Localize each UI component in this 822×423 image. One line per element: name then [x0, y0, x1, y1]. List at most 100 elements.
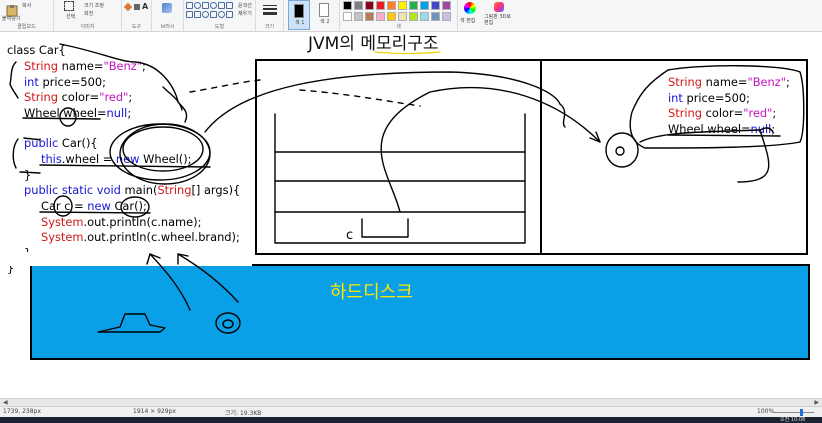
status-bar: 1739, 238px 1914 × 929px 크기: 19.3KB 100% [0, 406, 822, 417]
code-line: } [24, 168, 32, 182]
shape-gallery[interactable] [186, 2, 236, 22]
palette-swatch[interactable] [343, 12, 352, 21]
outline-label[interactable]: 윤곽선 [238, 3, 252, 9]
horizontal-scrollbar[interactable]: ◀ ▶ [0, 398, 822, 406]
brace-mark [9, 61, 19, 99]
palette-swatch[interactable] [431, 12, 440, 21]
fill-icon[interactable] [134, 4, 140, 10]
brush-icon[interactable] [162, 3, 172, 13]
heap-code-line: String color="red"; [668, 106, 777, 120]
code-line: class Car{ [7, 43, 66, 57]
brushes-group: 브러시 [152, 0, 184, 32]
colors-group-label: 색 [396, 24, 401, 30]
palette-swatch[interactable] [387, 1, 396, 10]
code-line: String name="Benz"; [24, 59, 146, 73]
image-dimensions: 1914 × 929px [133, 408, 176, 415]
tools-group: A 도구 [122, 0, 152, 32]
heap-code-line: int price=500; [668, 91, 750, 105]
code-line: this.wheel = new Wheel(); [41, 152, 192, 166]
code-line: Wheel wheel=null; [24, 106, 132, 120]
size-group: 크기 [256, 0, 284, 32]
palette-swatch[interactable] [376, 12, 385, 21]
palette-swatch[interactable] [431, 1, 440, 10]
bracket-mark [12, 138, 19, 169]
paint-canvas[interactable]: JVM의 메모리구조 class Car{ String name="Benz"… [0, 32, 822, 398]
cursor-position: 1739, 238px [3, 408, 41, 415]
size-button[interactable] [263, 4, 277, 15]
paste-label[interactable]: 붙여넣기 [2, 16, 21, 22]
palette-swatch[interactable] [409, 12, 418, 21]
paint3d-icon [494, 2, 504, 12]
palette-group: 색 [340, 0, 458, 32]
color2-button[interactable]: 색 2 [314, 0, 336, 30]
edit-colors-label: 색 편집 [460, 18, 476, 24]
hard-disk-area: 하드디스크 [30, 264, 810, 360]
palette-swatch[interactable] [442, 1, 451, 10]
brushes-group-label: 브러시 [160, 24, 175, 30]
palette-swatch[interactable] [365, 12, 374, 21]
palette-swatch[interactable] [420, 1, 429, 10]
stack-memory-box [255, 59, 542, 255]
copy-label[interactable]: 복사 [22, 3, 32, 9]
color2-label: 색 2 [320, 19, 330, 25]
palette-swatch[interactable] [398, 12, 407, 21]
code-line: Car c = new Car(); [41, 199, 147, 213]
select-label[interactable]: 선택 [66, 14, 76, 20]
page-title: JVM의 메모리구조 [308, 34, 439, 54]
ribbon-toolbar: 붙여넣기 복사 클립보드 선택 크기 조정 회전 이미지 A 도구 브러시 윤곽… [0, 0, 822, 32]
palette-swatch[interactable] [442, 12, 451, 21]
code-line: int price=500; [24, 75, 106, 89]
tools-group-label: 도구 [131, 24, 142, 30]
paint3d-label: 그림판 3D로 편집 [484, 14, 512, 26]
color-slots: 색 1 색 2 [284, 0, 340, 32]
class-outline [162, 86, 183, 111]
paste-icon [6, 5, 18, 17]
heap-code-line: Wheel wheel=null; [668, 122, 776, 136]
edit-group: 색 편집 그림판 3D로 편집 [458, 0, 518, 32]
clipboard-group-label: 클립보드 [17, 24, 36, 30]
code-background [0, 252, 252, 266]
color1-label: 색 1 [295, 20, 305, 26]
code-line: public Car(){ [24, 136, 98, 150]
palette-swatch[interactable] [398, 1, 407, 10]
paste-button[interactable] [4, 2, 20, 17]
shapes-group-label: 도형 [214, 24, 225, 30]
palette-icon [464, 2, 476, 14]
shapes-group: 윤곽선 채우기 도형 [184, 0, 256, 32]
text-icon[interactable]: A [142, 2, 149, 11]
palette-swatch[interactable] [343, 1, 352, 10]
fill-label[interactable]: 채우기 [238, 11, 252, 17]
code-line: public static void main(String[] args){ [24, 183, 241, 197]
pencil-icon[interactable] [123, 2, 133, 12]
color2-swatch [319, 3, 329, 17]
resize-label[interactable]: 크기 조정 [84, 3, 104, 9]
file-size: 크기: 19.3KB [225, 410, 262, 417]
palette-swatch[interactable] [354, 12, 363, 21]
color1-button[interactable]: 색 1 [288, 0, 310, 30]
scroll-right-icon[interactable]: ▶ [814, 399, 819, 406]
image-group-label: 이미지 [80, 24, 95, 30]
palette-swatch[interactable] [365, 1, 374, 10]
zoom-level: 100% [757, 408, 775, 415]
clock: 오전 10:08 [780, 417, 806, 423]
code-line: } [7, 261, 15, 275]
hard-disk-label: 하드디스크 [330, 282, 413, 303]
image-group: 선택 크기 조정 회전 이미지 [54, 0, 122, 32]
code-line: String color="red"; [24, 90, 133, 104]
heap-code-line: String name="Benz"; [668, 75, 790, 89]
select-button[interactable] [64, 1, 74, 11]
paint3d-button[interactable]: 그림판 3D로 편집 [484, 2, 516, 28]
color1-swatch [294, 4, 304, 18]
color-palette[interactable] [343, 1, 453, 23]
palette-swatch[interactable] [420, 12, 429, 21]
rotate-label[interactable]: 회전 [84, 11, 94, 17]
palette-swatch[interactable] [387, 12, 396, 21]
zoom-thumb[interactable] [800, 409, 803, 416]
code-line: System.out.println(c.name); [41, 215, 202, 229]
palette-swatch[interactable] [354, 1, 363, 10]
palette-swatch[interactable] [409, 1, 418, 10]
palette-swatch[interactable] [376, 1, 385, 10]
scroll-left-icon[interactable]: ◀ [3, 399, 8, 406]
edit-colors-button[interactable]: 색 편집 [460, 2, 480, 28]
zoom-slider[interactable] [774, 409, 814, 416]
